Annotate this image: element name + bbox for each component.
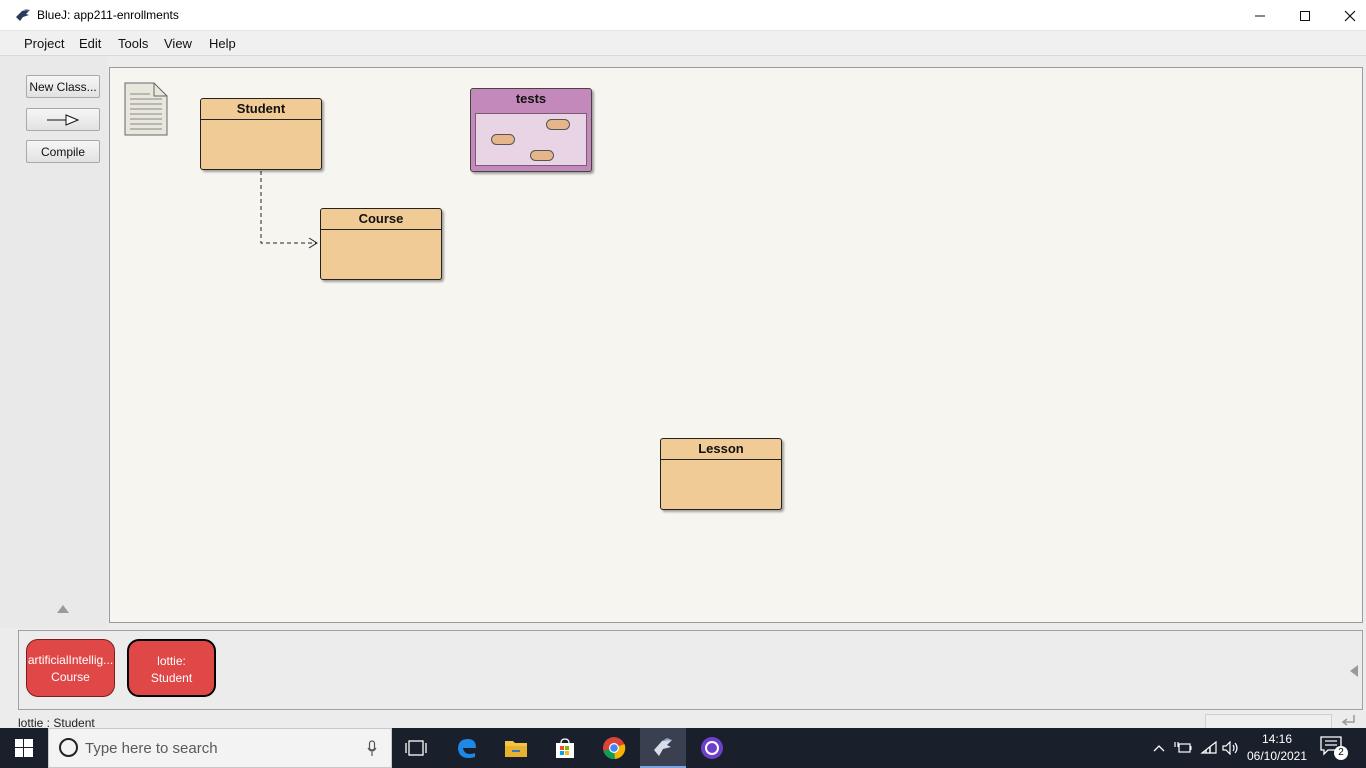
taskbar-chrome[interactable] <box>591 728 637 768</box>
tool-panel: New Class... Compile <box>0 56 108 628</box>
volume-button[interactable] <box>1220 728 1242 768</box>
package-contents <box>475 113 587 166</box>
power-status-button[interactable] <box>1172 728 1194 768</box>
maximize-icon <box>1300 10 1310 21</box>
object-type: Student <box>150 671 193 685</box>
object-type: Course <box>51 670 90 684</box>
compile-button[interactable]: Compile <box>26 140 100 163</box>
expand-up-icon[interactable] <box>57 605 69 613</box>
windows-logo-icon <box>15 739 33 757</box>
notification-icon <box>1320 736 1342 756</box>
clock-time: 14:16 <box>1261 732 1293 746</box>
class-name: Course <box>321 209 441 230</box>
taskbar-file-explorer[interactable] <box>493 728 539 768</box>
readme-document-icon[interactable] <box>124 82 168 136</box>
taskbar-edge[interactable] <box>444 728 490 768</box>
class-box-lesson[interactable]: Lesson <box>660 438 782 510</box>
package-tests[interactable]: tests <box>470 88 592 172</box>
package-class-icon <box>530 150 554 161</box>
package-name: tests <box>515 91 547 106</box>
taskbar-search-box[interactable]: Type here to search <box>48 728 392 768</box>
close-icon <box>1344 10 1356 21</box>
object-instance-course[interactable]: artificialIntellig... Course <box>26 639 115 697</box>
inheritance-arrow-icon <box>47 113 80 126</box>
maximize-button[interactable] <box>1282 0 1328 31</box>
chrome-browser-icon <box>603 737 626 760</box>
edge-browser-icon <box>458 739 476 758</box>
status-bar-text: lottie : Student <box>18 716 95 730</box>
menu-project[interactable]: Project <box>24 36 65 51</box>
object-name: artificialIntellig... <box>27 653 114 667</box>
folder-icon <box>505 741 527 757</box>
class-name: Lesson <box>661 439 781 460</box>
menu-edit[interactable]: Edit <box>79 36 102 51</box>
package-class-icon <box>491 134 515 145</box>
menu-view[interactable]: View <box>164 36 192 51</box>
task-view-icon <box>405 740 427 756</box>
window-title: BlueJ: app211-enrollments <box>37 8 179 22</box>
start-button[interactable] <box>0 728 48 768</box>
wifi-icon <box>1200 741 1217 754</box>
github-icon <box>701 737 723 759</box>
minimize-icon <box>1255 15 1265 16</box>
object-bench: artificialIntellig... Course lottie: Stu… <box>18 630 1363 710</box>
class-box-course[interactable]: Course <box>320 208 442 280</box>
class-box-student[interactable]: Student <box>200 98 322 170</box>
package-class-icon <box>546 119 570 130</box>
taskbar-github-desktop[interactable] <box>689 728 735 768</box>
object-instance-student[interactable]: lottie: Student <box>127 639 216 697</box>
bluej-bird-icon <box>16 9 30 21</box>
task-view-button[interactable] <box>393 728 439 768</box>
title-bar: BlueJ: app211-enrollments <box>0 0 1366 31</box>
notification-count-badge: 2 <box>1334 746 1348 760</box>
action-center-button[interactable]: 2 <box>1320 736 1350 760</box>
taskbar: Type here to search <box>0 728 1366 768</box>
menu-help[interactable]: Help <box>209 36 236 51</box>
new-class-button[interactable]: New Class... <box>26 75 100 98</box>
menu-tools[interactable]: Tools <box>118 36 149 51</box>
class-name: Student <box>201 99 321 120</box>
collapse-left-icon[interactable] <box>1350 665 1358 677</box>
class-diagram-canvas[interactable]: Student Course Lesson tests <box>109 67 1363 623</box>
search-placeholder: Type here to search <box>85 740 218 757</box>
undo-arrow-icon[interactable] <box>1340 713 1356 727</box>
chevron-up-icon <box>1153 745 1165 752</box>
menu-bar: Project Edit Tools View Help <box>0 31 1366 56</box>
taskbar-store[interactable] <box>542 728 588 768</box>
bluej-bird-icon <box>654 738 672 756</box>
uses-dependency-arrow <box>260 171 318 249</box>
clock-date: 06/10/2021 <box>1246 749 1308 763</box>
microphone-icon[interactable] <box>367 740 377 757</box>
cortana-circle-icon <box>59 738 78 757</box>
store-bag-icon <box>556 738 574 758</box>
minimize-button[interactable] <box>1237 0 1283 31</box>
network-button[interactable] <box>1198 728 1220 768</box>
taskbar-bluej[interactable] <box>640 728 686 768</box>
new-inheritance-arrow-button[interactable] <box>26 108 100 131</box>
object-name: lottie: <box>157 654 186 668</box>
battery-plug-icon <box>1174 742 1192 753</box>
speaker-icon <box>1222 741 1238 755</box>
show-hidden-icons-button[interactable] <box>1150 728 1168 768</box>
taskbar-clock[interactable]: 14:16 06/10/2021 <box>1244 731 1310 765</box>
close-button[interactable] <box>1327 0 1366 31</box>
